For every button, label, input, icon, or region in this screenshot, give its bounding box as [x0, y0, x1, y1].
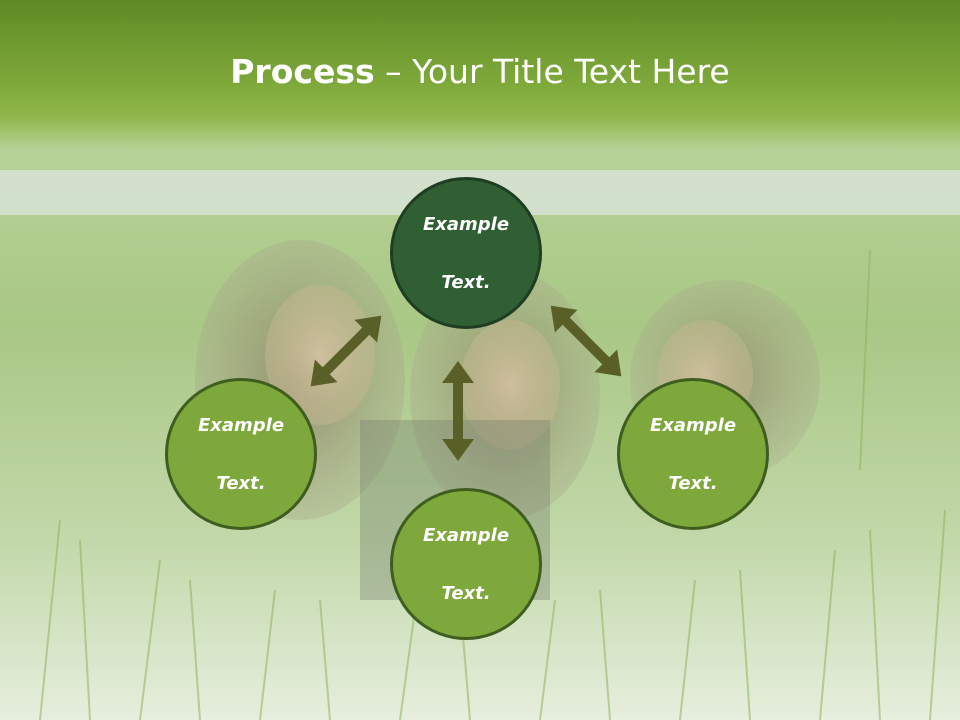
node-bottom-line1: Example — [422, 524, 510, 546]
title-bold: Process — [230, 52, 375, 91]
node-left-line2: Text. — [216, 472, 266, 494]
title-bar — [0, 0, 960, 150]
arrow-top-bottom — [442, 361, 474, 461]
node-top-line1: Example — [422, 213, 510, 235]
node-bottom-line2: Text. — [441, 582, 491, 604]
node-right-line1: Example — [649, 414, 737, 436]
node-left-line1: Example — [197, 414, 285, 436]
arrow-top-right — [550, 305, 622, 377]
arrow-top-left — [310, 315, 382, 387]
title-rest: – Your Title Text Here — [374, 52, 730, 91]
slide-title: Process – Your Title Text Here — [0, 52, 960, 91]
node-right-line2: Text. — [668, 472, 718, 494]
node-top-line2: Text. — [441, 271, 491, 293]
